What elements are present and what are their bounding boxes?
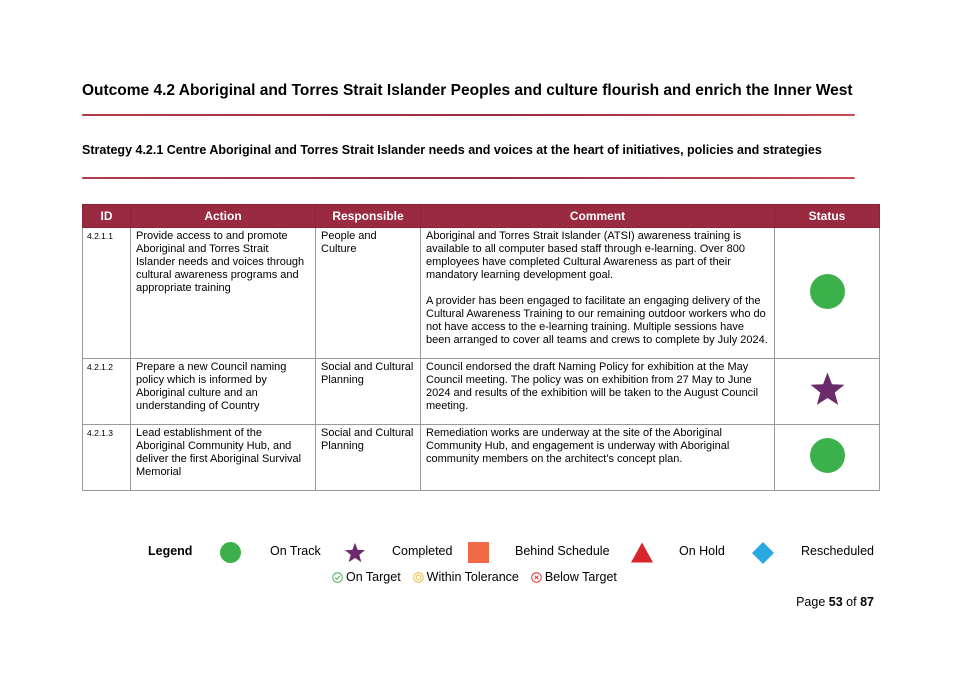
row-comment: Council endorsed the draft Naming Policy… [420,358,775,425]
header-comment: Comment [420,204,775,228]
row-responsible: People and Culture [315,227,421,359]
row-status [774,227,880,359]
table-header-row: ID Action Responsible Comment Status [82,204,880,228]
page-number: Page 53 of 87 [796,595,874,609]
on-target-check-icon [332,571,343,583]
legend-behind-schedule: Behind Schedule [515,544,610,558]
legend-within-tolerance: Within Tolerance [426,570,519,584]
table-row: 4.2.1.3 Lead establishment of the Aborig… [82,424,880,491]
legend-rescheduled: Rescheduled [801,544,874,558]
on-hold-triangle-icon [631,542,653,563]
row-action: Prepare a new Council naming policy whic… [130,358,316,425]
rescheduled-diamond-icon [752,542,774,564]
row-comment: Remediation works are underway at the si… [420,424,775,491]
header-action: Action [130,204,316,228]
on-track-status-icon [809,273,845,309]
page-total: 87 [860,595,874,609]
table-row: 4.2.1.2 Prepare a new Council naming pol… [82,358,880,425]
strategy-divider [82,177,855,179]
completed-status-icon [810,372,844,405]
legend-on-target: On Target [346,570,401,584]
row-id: 4.2.1.1 [82,227,131,359]
completed-star-icon [344,542,366,563]
page-prefix: Page [796,595,826,609]
on-track-circle-icon [220,542,241,563]
page-of: of [846,595,857,609]
row-responsible: Social and Cultural Planning [315,358,421,425]
header-id: ID [82,204,131,228]
comment-paragraph: Aboriginal and Torres Strait Islander (A… [426,230,745,281]
header-status: Status [774,204,880,228]
sub-legend: On Target Within Tolerance Below Target [332,570,625,584]
row-id: 4.2.1.2 [82,358,131,425]
row-comment: Aboriginal and Torres Strait Islander (A… [420,227,775,359]
legend-completed: Completed [392,544,453,558]
page-current: 53 [828,595,843,609]
within-tolerance-icon [412,571,424,583]
strategy-title: Strategy 4.2.1 Centre Aboriginal and Tor… [82,143,822,157]
below-target-cross-icon [531,571,542,583]
behind-schedule-square-icon [468,542,489,563]
actions-table: ID Action Responsible Comment Status 4.2… [82,204,880,491]
legend-on-track: On Track [270,544,321,558]
row-responsible: Social and Cultural Planning [315,424,421,491]
legend-below-target: Below Target [544,570,617,584]
legend-title: Legend [148,544,193,558]
row-id: 4.2.1.3 [82,424,131,491]
legend: Legend On Track Completed Behind Schedul… [0,540,955,566]
header-responsible: Responsible [315,204,421,228]
row-action: Lead establishment of the Aboriginal Com… [130,424,316,491]
title-divider [82,114,855,116]
row-action: Provide access to and promote Aboriginal… [130,227,316,359]
legend-on-hold: On Hold [679,544,725,558]
outcome-title: Outcome 4.2 Aboriginal and Torres Strait… [82,82,853,99]
row-status [774,424,880,491]
comment-paragraph: A provider has been engaged to facilitat… [426,295,768,346]
row-status [774,358,880,425]
table-row: 4.2.1.1 Provide access to and promote Ab… [82,227,880,359]
on-track-status-icon [809,438,845,473]
